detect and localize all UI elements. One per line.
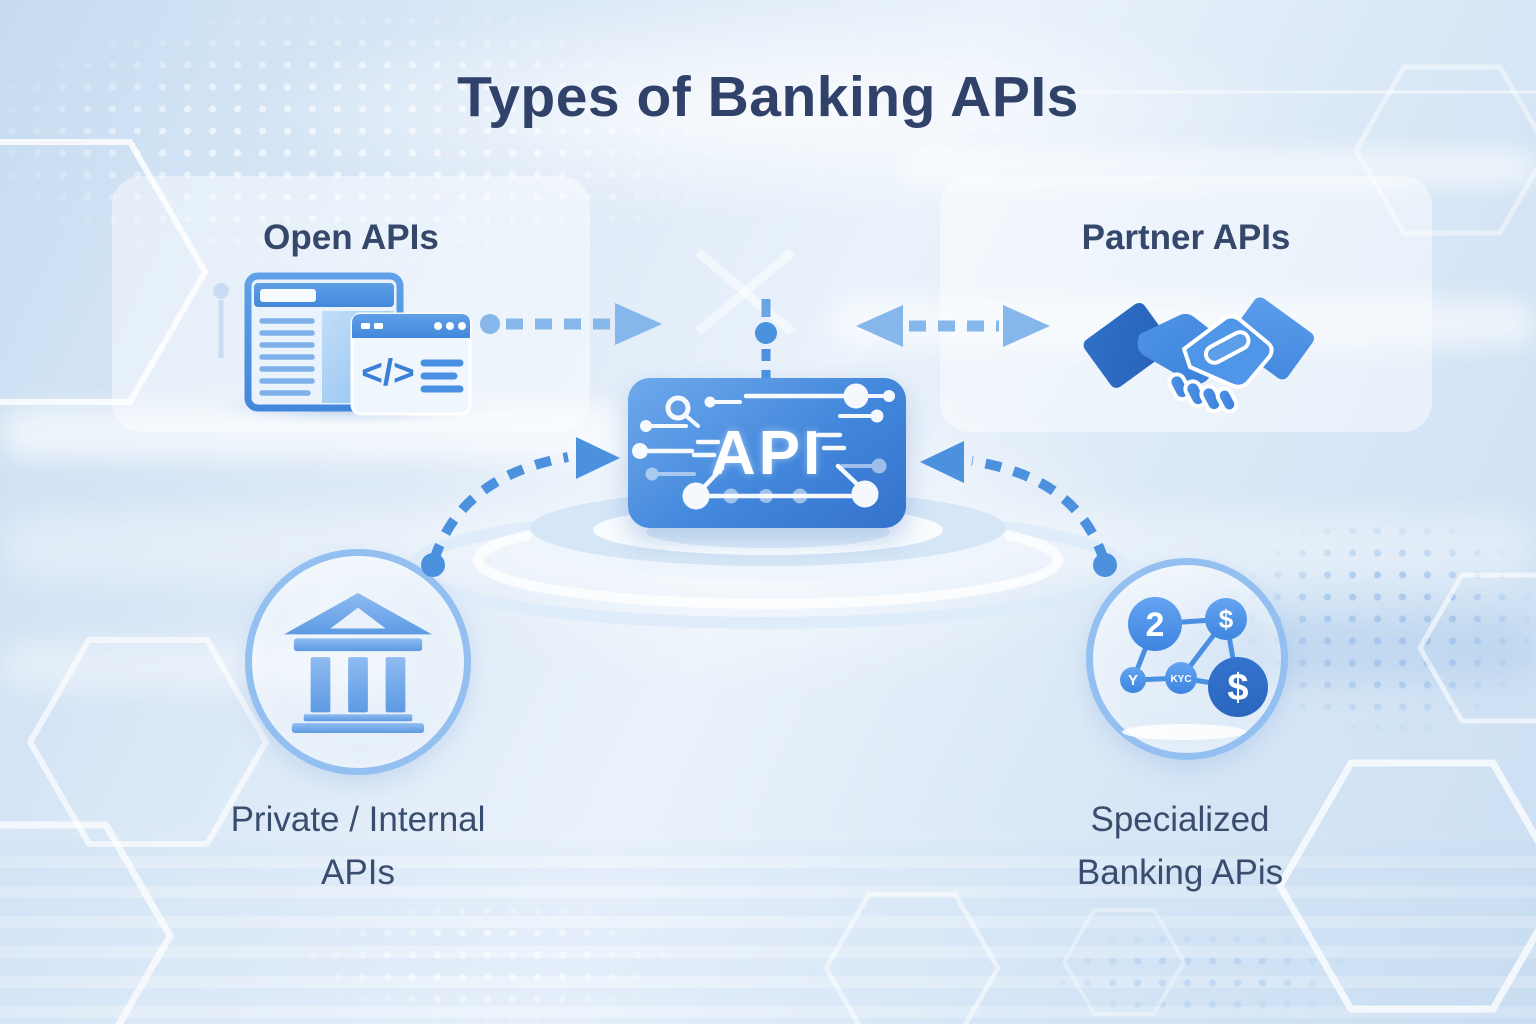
node-kyc-label: KYC [1170,674,1191,685]
background-streak [900,148,1536,188]
code-lines [420,359,464,393]
partner-apis-label: Partner APIs [1081,218,1291,257]
thumb [1203,330,1251,365]
private-apis-label-line2: APIs [321,853,395,892]
cross-decoration [695,248,795,336]
specialized-apis-label: Specialized Banking APis [945,793,1415,899]
page-title: Types of Banking APIs [457,65,1079,129]
bank-building-icon [284,592,432,734]
clasped-hands [1137,313,1274,414]
open-apis-label: Open APIs [263,218,439,257]
dot-grid-pattern [1240,520,1536,730]
right-sleeve [1228,297,1314,380]
node-dollar-large-label: $ [1227,667,1248,709]
code-glyph: </> [361,352,415,393]
front-code-window: </> [350,312,472,416]
node-y-label: Y [1128,672,1138,689]
api-chip-label: API [710,418,824,488]
finance-network-icon: 2 $ Y KYC $ [1120,597,1268,740]
circuit-pin-decoration [213,283,229,358]
handshake-icon [1083,297,1314,414]
specialized-apis-label-line2: Banking APis [1076,853,1284,892]
private-apis-label: Private / Internal APIs [110,793,606,899]
api-circuit-decoration [632,383,895,510]
specialized-apis-label-line1: Specialized [1090,800,1270,839]
dot-grid-pattern [1050,928,1350,1024]
node-dollar-small-label: $ [1219,604,1234,634]
dot-grid-pattern [300,900,680,1024]
background-bottom-stripes [0,826,1536,1024]
browser-code-windows-icon: </> [244,272,472,416]
api-chip: API [628,378,906,528]
private-apis-label-line1: Private / Internal [230,800,486,839]
hexagon-decorations [0,64,1536,1024]
network-nodes: 2 $ Y KYC $ [1120,597,1268,717]
fingers [1167,372,1239,414]
left-sleeve [1083,302,1172,388]
node-two-label: 2 [1146,606,1165,644]
dot-grid-pattern [760,30,1110,190]
